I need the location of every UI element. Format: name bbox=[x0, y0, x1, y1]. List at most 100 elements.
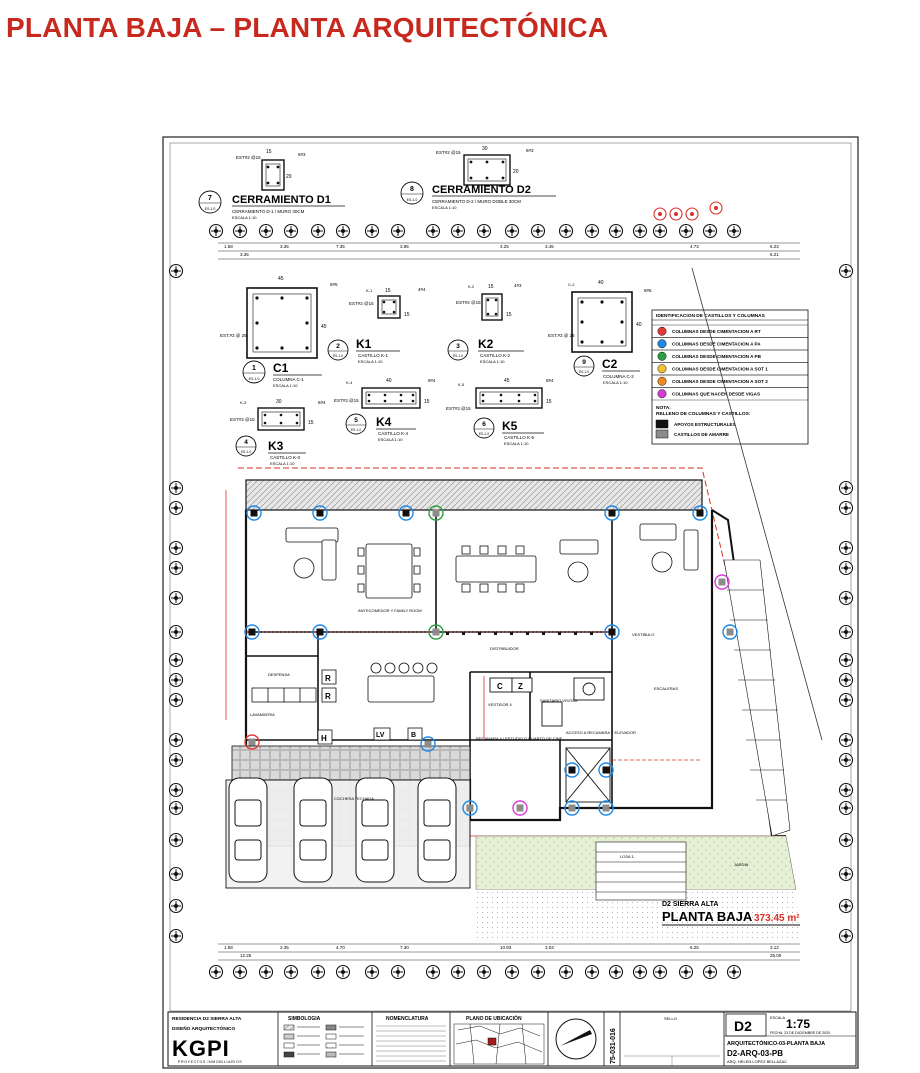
plan-column-1 bbox=[312, 505, 328, 521]
plan-column-6 bbox=[244, 624, 260, 640]
bottom-dim-2: 12.25 bbox=[240, 953, 252, 958]
legend-label-0: COLUMNAS DESDE CIMENTACION A RT bbox=[672, 329, 761, 334]
detail-k3-height: 15 bbox=[308, 420, 314, 426]
living-furniture bbox=[285, 523, 699, 599]
detail-k1-bar: 4#4 bbox=[418, 287, 426, 292]
axis-bubble-bottom-1 bbox=[232, 964, 248, 980]
plan-column-8 bbox=[428, 624, 444, 640]
plan-column-7 bbox=[312, 624, 328, 640]
axis-bubble-bottom-11 bbox=[504, 964, 520, 980]
detail-k2-scale: ESCALA 1:10 bbox=[480, 359, 505, 364]
detail-cerramiento-d1: 15 20 6#3 EST#2 @15 7 ES-1.0 CERRAMIENTO… bbox=[198, 149, 345, 220]
tb-author: ARQ. HELEN LOPEZ BELLAZAC bbox=[727, 1059, 787, 1064]
legend-label-1: COLUMNAS DESDE CIMENTACION A PA bbox=[672, 342, 761, 347]
detail-k4-stirrup: EST#3 @15 bbox=[334, 398, 359, 403]
top-dim-8: 6.23 bbox=[770, 244, 779, 249]
detail-c1-bar: 8#5 bbox=[330, 282, 338, 287]
garage-cars bbox=[228, 777, 457, 883]
grid-axis-bottom bbox=[208, 964, 742, 980]
detail-castillo-k2: 15 15 4#3 EST#2 @15 K-2 3 ES-1.0 K2 CAST… bbox=[447, 283, 524, 364]
detail-c2-note: COLUMNA C-2 bbox=[603, 374, 634, 379]
room-losa: LOSA 1 bbox=[620, 854, 635, 859]
axis-bubble-left-6 bbox=[168, 624, 184, 640]
room-despensa: DESPENSA bbox=[268, 672, 290, 677]
title-block: RESIDENCIA D2 SIERRA ALTA DISEÑO ARQUITE… bbox=[167, 1011, 857, 1067]
axis-bubble-left-9 bbox=[168, 692, 184, 708]
bottom-dim-0: 1.58 bbox=[224, 945, 233, 950]
plan-column-2 bbox=[398, 505, 414, 521]
detail-k2-bar: 4#3 bbox=[514, 283, 522, 288]
legend-nota-title: NOTA: bbox=[656, 405, 671, 411]
grid-axis-right bbox=[838, 263, 854, 944]
legend-label-5: COLUMNAS QUE NACEN DESDE VIGAS bbox=[672, 392, 760, 397]
plan-column-17 bbox=[598, 800, 614, 816]
axis-bubble-right-7 bbox=[838, 652, 854, 668]
detail-castillo-k1: 15 15 4#4 EST#2 @15 K-1 2 ES-1.0 K1 CAST… bbox=[327, 287, 426, 364]
detail-k3-width: 30 bbox=[276, 399, 282, 405]
room-jardin: JARDIN bbox=[734, 862, 749, 867]
plan-column-15 bbox=[598, 762, 614, 778]
detail-k2-ref: ES-1.0 bbox=[453, 354, 463, 358]
axis-bubble-top-12 bbox=[530, 223, 546, 239]
axis-bubble-top-0 bbox=[208, 223, 224, 239]
side-stairs bbox=[723, 559, 791, 837]
legend-swatch-2 bbox=[657, 351, 667, 361]
room-antecomedor: ANTECOMEDOR Y FAMILY ROOM bbox=[358, 608, 422, 613]
axis-bubble-right-5 bbox=[838, 590, 854, 606]
axis-bubble-top-5 bbox=[335, 223, 351, 239]
room-vestidor: VESTIDOR 4 bbox=[488, 702, 513, 707]
detail-k3-name: K3 bbox=[268, 439, 284, 453]
detail-k1-number: 2 bbox=[336, 343, 340, 350]
detail-c1-ref: ES-1.0 bbox=[249, 377, 260, 381]
detail-k5-bar: 8#4 bbox=[546, 378, 554, 383]
legend-fill-label-1: CASTILLOS DE AMARRE bbox=[674, 432, 729, 437]
axis-bubble-left-12 bbox=[168, 782, 184, 798]
plan-area-label: PLANTA BAJA bbox=[662, 909, 753, 924]
detail-d2-bar: 6#3 bbox=[526, 148, 534, 153]
detail-k3-ref: ES-1.0 bbox=[241, 450, 251, 454]
axis-bubble-left-5 bbox=[168, 590, 184, 606]
kgpi-logo: KGPI bbox=[172, 1036, 230, 1061]
detail-k1-width: 15 bbox=[385, 288, 391, 294]
plan-area-value: 373.45 m² bbox=[754, 913, 800, 924]
axis-bubble-top-13 bbox=[558, 223, 574, 239]
plan-column-10 bbox=[722, 624, 738, 640]
tb-sello: SELLO bbox=[664, 1016, 677, 1021]
axis-bubble-top-18 bbox=[678, 223, 694, 239]
detail-c2-side: C-2 bbox=[568, 282, 575, 287]
top-dim-6: 3.45 bbox=[545, 244, 554, 249]
detail-d2-stirrup: EST#2 @15 bbox=[436, 150, 461, 155]
detail-k2-name: K2 bbox=[478, 337, 494, 351]
axis-bubble-top-2 bbox=[258, 223, 274, 239]
axis-bubble-left-1 bbox=[168, 480, 184, 496]
detail-d1-scale: ESCALA 1:10 bbox=[232, 215, 257, 220]
axis-bubble-right-2 bbox=[838, 500, 854, 516]
legend-swatch-1 bbox=[657, 339, 667, 349]
tb-nomenclatura: NOMENCLATURA bbox=[386, 1016, 429, 1022]
hall-dots bbox=[446, 632, 593, 635]
axis-bubble-bottom-5 bbox=[335, 964, 351, 980]
detail-d1-height: 20 bbox=[286, 174, 292, 180]
tb-simbologia: SIMBOLOGIA bbox=[288, 1016, 321, 1022]
axis-bubble-left-11 bbox=[168, 752, 184, 768]
kgpi-logo-sub: PROYECTOS INMOBILIARIOS bbox=[178, 1060, 242, 1064]
detail-columna-c2: 40 40 8#5 EST.#3 @ 25 C-2 9 ES-1.0 C2 CO… bbox=[548, 280, 652, 385]
axis-bubble-left-7 bbox=[168, 652, 184, 668]
axis-bubble-top-15 bbox=[608, 223, 624, 239]
detail-d1-number: 7 bbox=[208, 195, 212, 202]
detail-k1-scale: ESCALA 1:10 bbox=[358, 359, 383, 364]
tb-plano-code: D2-ARQ-03-PB bbox=[727, 1049, 783, 1058]
axis-bubble-top-4 bbox=[310, 223, 326, 239]
detail-c2-scale: ESCALA 1:10 bbox=[603, 380, 628, 385]
equip-r1: R bbox=[325, 674, 331, 683]
detail-k4-note: CASTILLO K-4 bbox=[378, 431, 409, 436]
equip-lv: LV bbox=[376, 732, 385, 739]
top-dimension-lines bbox=[218, 242, 800, 260]
room-acceso: ACCESO A RECAMARA Y ELEVADOR bbox=[566, 730, 636, 735]
column-legend: IDENTIFICACION DE CASTILLOS Y COLUMNAS C… bbox=[651, 309, 809, 445]
tb-ubicacion: PLANO DE UBICACIÓN bbox=[466, 1014, 522, 1022]
axis-bubble-top-7 bbox=[390, 223, 406, 239]
legend-fill-1: CASTILLOS DE AMARRE bbox=[655, 429, 729, 439]
bottom-dim-1: 3.35 bbox=[280, 945, 289, 950]
